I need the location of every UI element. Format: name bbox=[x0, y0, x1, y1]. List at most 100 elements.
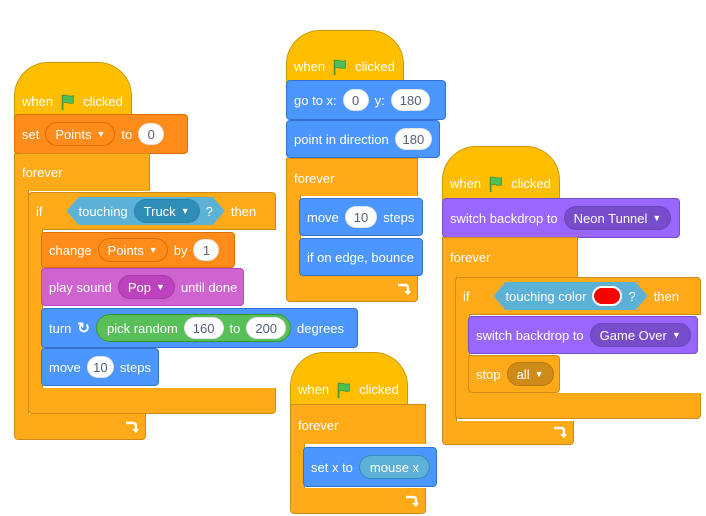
caret-down-icon: ▼ bbox=[96, 129, 106, 139]
green-flag-icon bbox=[335, 381, 353, 399]
stop-option-dropdown[interactable]: all ▼ bbox=[506, 362, 554, 386]
change-value-input[interactable]: 1 bbox=[193, 239, 220, 261]
forever-label: forever bbox=[22, 165, 63, 180]
forever-block[interactable]: forever bbox=[290, 404, 426, 444]
forever-block[interactable]: forever bbox=[286, 158, 418, 196]
caret-down-icon: ▼ bbox=[652, 213, 662, 223]
touching-label: touching bbox=[78, 203, 128, 219]
forever-block[interactable]: forever bbox=[14, 153, 150, 191]
switch-backdrop-block[interactable]: switch backdrop to Neon Tunnel ▼ bbox=[442, 198, 680, 238]
move-steps-block[interactable]: move 10 steps bbox=[299, 198, 423, 236]
set-x-block[interactable]: set x to mouse x bbox=[303, 447, 437, 487]
direction-input[interactable]: 180 bbox=[394, 128, 432, 150]
point-in-direction-block[interactable]: point in direction 180 bbox=[286, 120, 440, 158]
touching-color-label: touching color bbox=[505, 288, 587, 304]
pick-random-label: pick random bbox=[106, 320, 178, 336]
if-block[interactable]: if touching Truck▼ ? then bbox=[28, 192, 276, 230]
variable-dropdown[interactable]: Points ▼ bbox=[45, 122, 116, 146]
switch-backdrop-block[interactable]: switch backdrop to Game Over▼ bbox=[468, 316, 698, 354]
when-label: when bbox=[298, 382, 330, 397]
loop-arrow-icon bbox=[403, 493, 419, 509]
touching-object-dropdown[interactable]: Truck▼ bbox=[134, 199, 200, 223]
move-label: move bbox=[49, 359, 81, 375]
rotate-clockwise-icon: ↻ bbox=[77, 320, 90, 337]
if-label: if bbox=[463, 288, 470, 304]
if-block[interactable]: if touching color ? then bbox=[455, 277, 701, 315]
when-flag-clicked-hat[interactable]: when clicked bbox=[290, 352, 408, 406]
move-steps-input[interactable]: 10 bbox=[86, 356, 114, 378]
clicked-label: clicked bbox=[355, 59, 395, 74]
degrees-label: degrees bbox=[297, 320, 345, 336]
x-input[interactable]: 0 bbox=[342, 89, 369, 111]
then-label: then bbox=[653, 288, 679, 304]
touching-color-condition[interactable]: touching color ? bbox=[494, 282, 648, 310]
if-on-edge-bounce-block[interactable]: if on edge, bounce bbox=[299, 238, 423, 276]
turn-label: turn bbox=[49, 320, 72, 336]
clicked-label: clicked bbox=[359, 382, 399, 397]
go-to-x-label: go to x: bbox=[294, 92, 337, 108]
caret-down-icon: ▼ bbox=[671, 330, 681, 340]
by-label: by bbox=[173, 242, 188, 258]
stop-option: all bbox=[516, 366, 530, 382]
y-input[interactable]: 180 bbox=[390, 89, 431, 111]
variable-name: Points bbox=[55, 126, 92, 142]
variable-name: Points bbox=[107, 242, 144, 258]
when-flag-clicked-hat[interactable]: when clicked bbox=[286, 30, 404, 84]
forever-block[interactable]: forever bbox=[442, 237, 578, 277]
caret-down-icon: ▼ bbox=[534, 369, 544, 379]
forever-foot bbox=[442, 421, 574, 445]
change-label: change bbox=[49, 242, 92, 258]
if-on-edge-bounce-label: if on edge, bounce bbox=[307, 249, 414, 265]
if-foot bbox=[28, 388, 276, 414]
clicked-label: clicked bbox=[511, 176, 551, 191]
when-flag-clicked-hat[interactable]: when clicked bbox=[442, 146, 560, 200]
forever-arm bbox=[286, 195, 301, 277]
until-done-label: until done bbox=[180, 279, 238, 295]
switch-backdrop-label: switch backdrop to bbox=[450, 210, 558, 226]
caret-down-icon: ▼ bbox=[180, 206, 190, 216]
question-mark: ? bbox=[205, 203, 213, 219]
forever-label: forever bbox=[298, 418, 339, 433]
set-variable-block[interactable]: set Points▼ to 0 bbox=[14, 114, 188, 154]
if-label: if bbox=[36, 203, 43, 219]
clicked-label: clicked bbox=[83, 94, 123, 109]
stop-block[interactable]: stop all ▼ bbox=[468, 355, 560, 393]
set-value-input[interactable]: 0 bbox=[138, 123, 165, 145]
switch-backdrop-label: switch backdrop to bbox=[476, 327, 584, 343]
backdrop-dropdown[interactable]: Game Over▼ bbox=[589, 323, 691, 347]
change-variable-block[interactable]: change Points ▼ by 1 bbox=[41, 232, 235, 268]
caret-down-icon: ▼ bbox=[148, 245, 158, 255]
loop-arrow-icon bbox=[551, 424, 567, 440]
forever-foot bbox=[14, 414, 146, 440]
when-label: when bbox=[450, 176, 482, 191]
when-flag-clicked-hat[interactable]: when clicked bbox=[14, 62, 132, 118]
move-label: move bbox=[307, 209, 339, 225]
touching-object-condition[interactable]: touching Truck▼ ? bbox=[67, 197, 225, 225]
color-swatch[interactable] bbox=[592, 286, 622, 306]
green-flag-icon bbox=[487, 175, 505, 193]
caret-down-icon: ▼ bbox=[156, 282, 165, 292]
pick-random-operator[interactable]: pick random 160 to 200 bbox=[95, 314, 292, 342]
random-from-input[interactable]: 160 bbox=[183, 317, 224, 339]
move-steps-block[interactable]: move 10 steps bbox=[41, 348, 159, 386]
forever-arm bbox=[14, 190, 29, 415]
play-sound-until-done-block[interactable]: play sound Pop▼ until done bbox=[41, 268, 244, 306]
move-steps-input[interactable]: 10 bbox=[344, 206, 378, 228]
random-to-input[interactable]: 200 bbox=[246, 317, 287, 339]
if-foot bbox=[455, 393, 701, 419]
if-arm bbox=[455, 314, 470, 394]
backdrop-dropdown[interactable]: Neon Tunnel ▼ bbox=[563, 206, 672, 230]
then-label: then bbox=[230, 203, 257, 219]
forever-foot bbox=[286, 276, 418, 302]
stop-label: stop bbox=[476, 366, 501, 382]
go-to-xy-block[interactable]: go to x: 0 y: 180 bbox=[286, 80, 446, 120]
variable-dropdown[interactable]: Points ▼ bbox=[97, 238, 168, 262]
mouse-x-reporter[interactable]: mouse x bbox=[358, 455, 431, 479]
when-label: when bbox=[294, 59, 326, 74]
sound-dropdown[interactable]: Pop▼ bbox=[117, 275, 175, 299]
forever-label: forever bbox=[450, 250, 491, 265]
question-mark: ? bbox=[628, 288, 636, 304]
loop-arrow-icon bbox=[123, 419, 139, 435]
backdrop-name: Neon Tunnel bbox=[573, 210, 648, 226]
turn-right-block[interactable]: turn ↻ pick random 160 to 200 degrees bbox=[41, 308, 358, 348]
